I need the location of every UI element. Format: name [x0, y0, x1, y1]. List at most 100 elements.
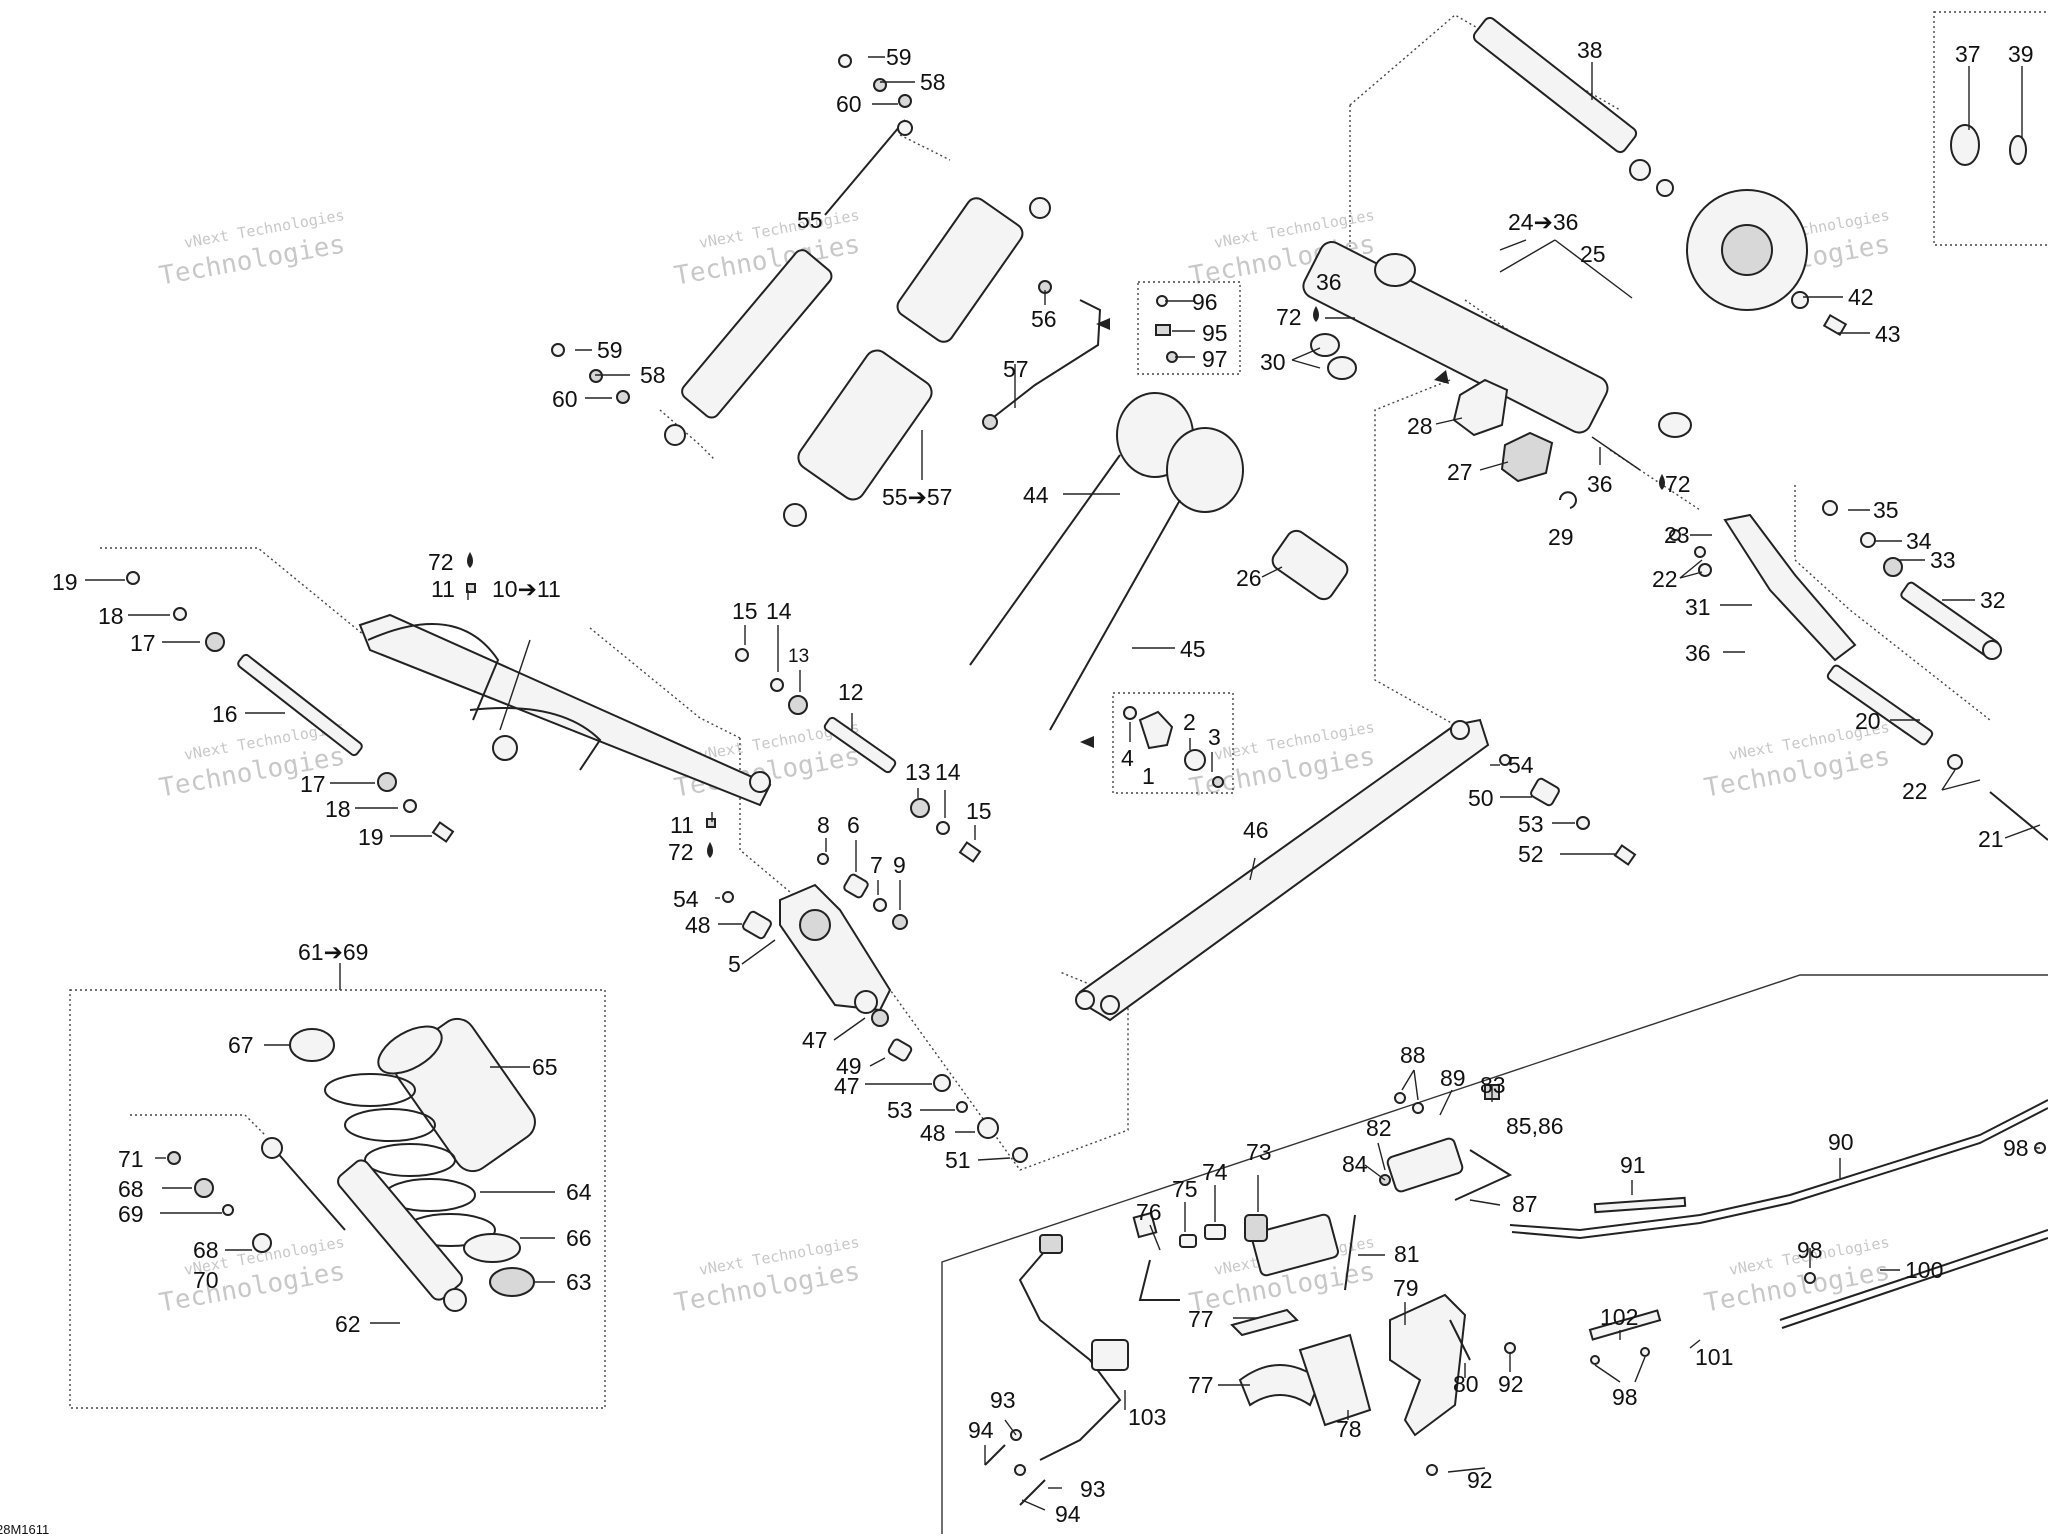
arm-bushing — [1374, 253, 1416, 287]
shock-kit-parts — [167, 1017, 536, 1312]
shock-eye — [664, 424, 686, 446]
callout-label: 53 — [887, 1097, 913, 1123]
clip — [1230, 1308, 1299, 1337]
callout-label: 24➔36 — [1508, 209, 1578, 235]
callout-label: 61➔69 — [298, 939, 368, 965]
callout-label: 2 — [1183, 709, 1196, 735]
arm-boss — [492, 735, 518, 761]
callout-label: 81 — [1394, 1241, 1420, 1267]
callout-label: 52 — [1518, 841, 1544, 867]
bolt — [958, 841, 982, 863]
rivet — [1804, 1272, 1816, 1284]
link-eye — [1100, 995, 1120, 1015]
cable-lower — [1779, 1229, 2048, 1321]
bushing — [1950, 124, 1980, 166]
front-link — [1075, 718, 1637, 1022]
tie — [1014, 1464, 1026, 1476]
fitting — [1204, 1224, 1226, 1240]
markers — [467, 306, 1665, 858]
callout-label: 8 — [817, 812, 830, 838]
callout-label: 21 — [1978, 826, 2004, 852]
bolt-head — [838, 54, 852, 68]
harness-connector — [1091, 1339, 1129, 1371]
shock-eye — [1029, 197, 1051, 219]
callout-label: 18 — [98, 603, 124, 629]
callout-label: 85,86 — [1506, 1113, 1564, 1139]
screw — [1412, 1102, 1424, 1114]
callout-label: 55➔57 — [882, 484, 952, 510]
shock-eye — [783, 503, 807, 527]
callout-label: 78 — [1336, 1416, 1362, 1442]
screw — [1426, 1464, 1438, 1476]
callout-label: 14 — [766, 598, 792, 624]
rear-arm-plate — [1723, 513, 1857, 662]
callout-label: 65 — [532, 1054, 558, 1080]
spring — [1449, 1319, 1471, 1361]
nut — [873, 78, 887, 92]
callout-label: 54 — [673, 886, 699, 912]
callout-label: 68 — [193, 1237, 219, 1263]
plate-boss — [799, 909, 831, 941]
washer — [871, 1009, 889, 1027]
callout-label: 10➔11 — [492, 576, 561, 602]
callout-label: 69 — [118, 1201, 144, 1227]
arm-loop — [367, 623, 500, 721]
callout-label: 71 — [118, 1146, 144, 1172]
screw — [1212, 776, 1224, 788]
rail-shaft — [1826, 664, 1934, 746]
bolt-head — [735, 648, 749, 662]
callout-label: 101 — [1695, 1344, 1733, 1370]
callout-label: 32 — [1980, 587, 2006, 613]
callout-label: 7 — [870, 852, 883, 878]
shock-dash — [130, 1114, 266, 1136]
callout-label: 76 — [1136, 1199, 1162, 1225]
callout-label: 84 — [1342, 1151, 1368, 1177]
callout-label: 77 — [1188, 1306, 1214, 1332]
bushing — [977, 1117, 999, 1139]
callout-label: 22 — [1652, 566, 1678, 592]
nut — [589, 369, 603, 383]
callout-label: 82 — [1366, 1115, 1392, 1141]
shock-eye — [897, 120, 913, 136]
callout-label: 46 — [1243, 817, 1269, 843]
nut — [898, 94, 912, 108]
spring-arm — [1049, 499, 1181, 731]
callout-label: 94 — [968, 1417, 994, 1443]
callout-label: 45 — [1180, 636, 1206, 662]
torsion-springs — [969, 392, 1349, 731]
arm-dash — [589, 627, 741, 739]
callout-label: 94 — [1055, 1501, 1081, 1527]
grease-fitting — [466, 583, 476, 593]
spring-seat — [289, 1028, 335, 1062]
bushing — [1327, 356, 1357, 380]
callout-label: 72 — [1665, 471, 1691, 497]
clamp — [1155, 324, 1171, 336]
cover-top — [377, 1025, 443, 1075]
callout-label: 56 — [1031, 306, 1057, 332]
push-pin — [984, 1444, 1006, 1466]
arm-dash — [1609, 449, 1701, 511]
washer — [933, 1074, 951, 1092]
nut — [892, 914, 908, 930]
link-dash — [864, 954, 1129, 1171]
callout-label: 55 — [797, 207, 823, 233]
bracket-kit-parts — [1123, 706, 1224, 788]
damper-rod — [274, 1149, 346, 1231]
bolt-head — [126, 571, 140, 585]
bolt-head — [817, 853, 829, 865]
shock-reservoir — [896, 197, 1024, 343]
callout-label: 73 — [1246, 1139, 1272, 1165]
clamp-kit-box — [1137, 281, 1241, 375]
rivet — [1640, 1347, 1650, 1357]
shaft — [823, 716, 897, 774]
callout-label: 44 — [1023, 482, 1049, 508]
bushing — [1883, 557, 1903, 577]
callout-label: 92 — [1498, 1371, 1524, 1397]
cable-upper — [1509, 1099, 2048, 1232]
callout-label: 4 — [1121, 745, 1134, 771]
link-eye — [1075, 990, 1095, 1010]
fitting — [1132, 1211, 1158, 1239]
center-arm-assembly — [126, 571, 982, 863]
arrow-icon — [1080, 736, 1094, 748]
